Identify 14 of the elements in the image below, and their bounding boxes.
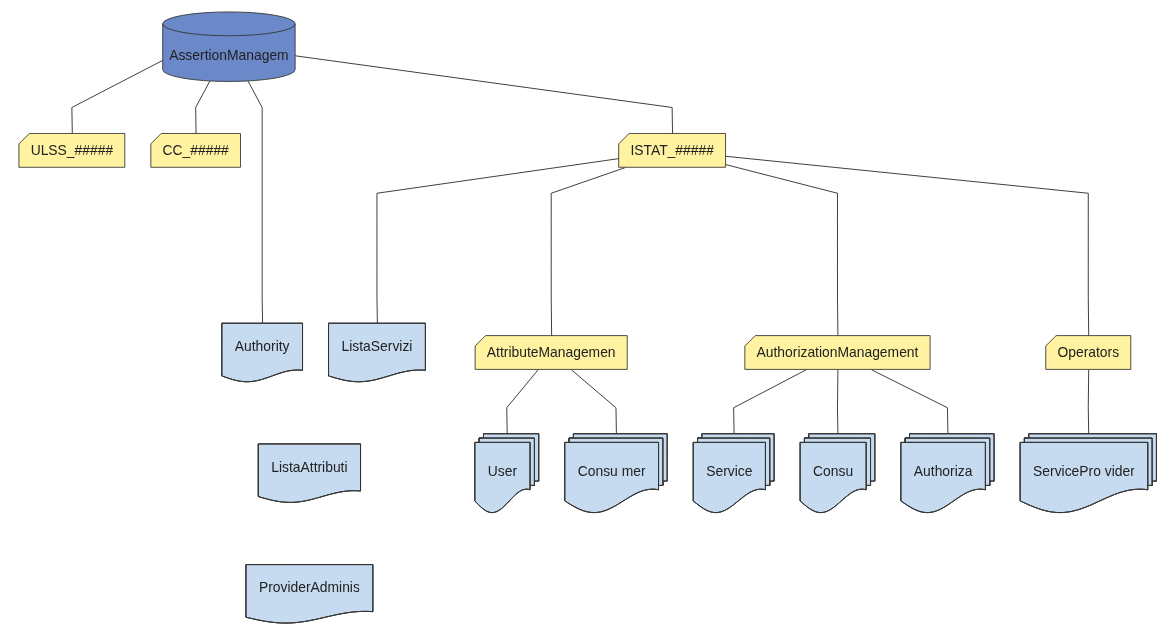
connector — [551, 167, 626, 337]
connector — [376, 158, 620, 325]
connector — [725, 164, 839, 337]
connector — [571, 369, 618, 435]
connector — [733, 369, 807, 435]
connector — [295, 55, 674, 135]
connector — [247, 80, 264, 325]
connector — [837, 369, 839, 435]
connector — [506, 369, 539, 435]
connector — [71, 60, 164, 135]
connector — [195, 80, 211, 135]
connector — [871, 369, 949, 435]
connector — [1088, 369, 1090, 435]
connector — [725, 155, 1090, 337]
